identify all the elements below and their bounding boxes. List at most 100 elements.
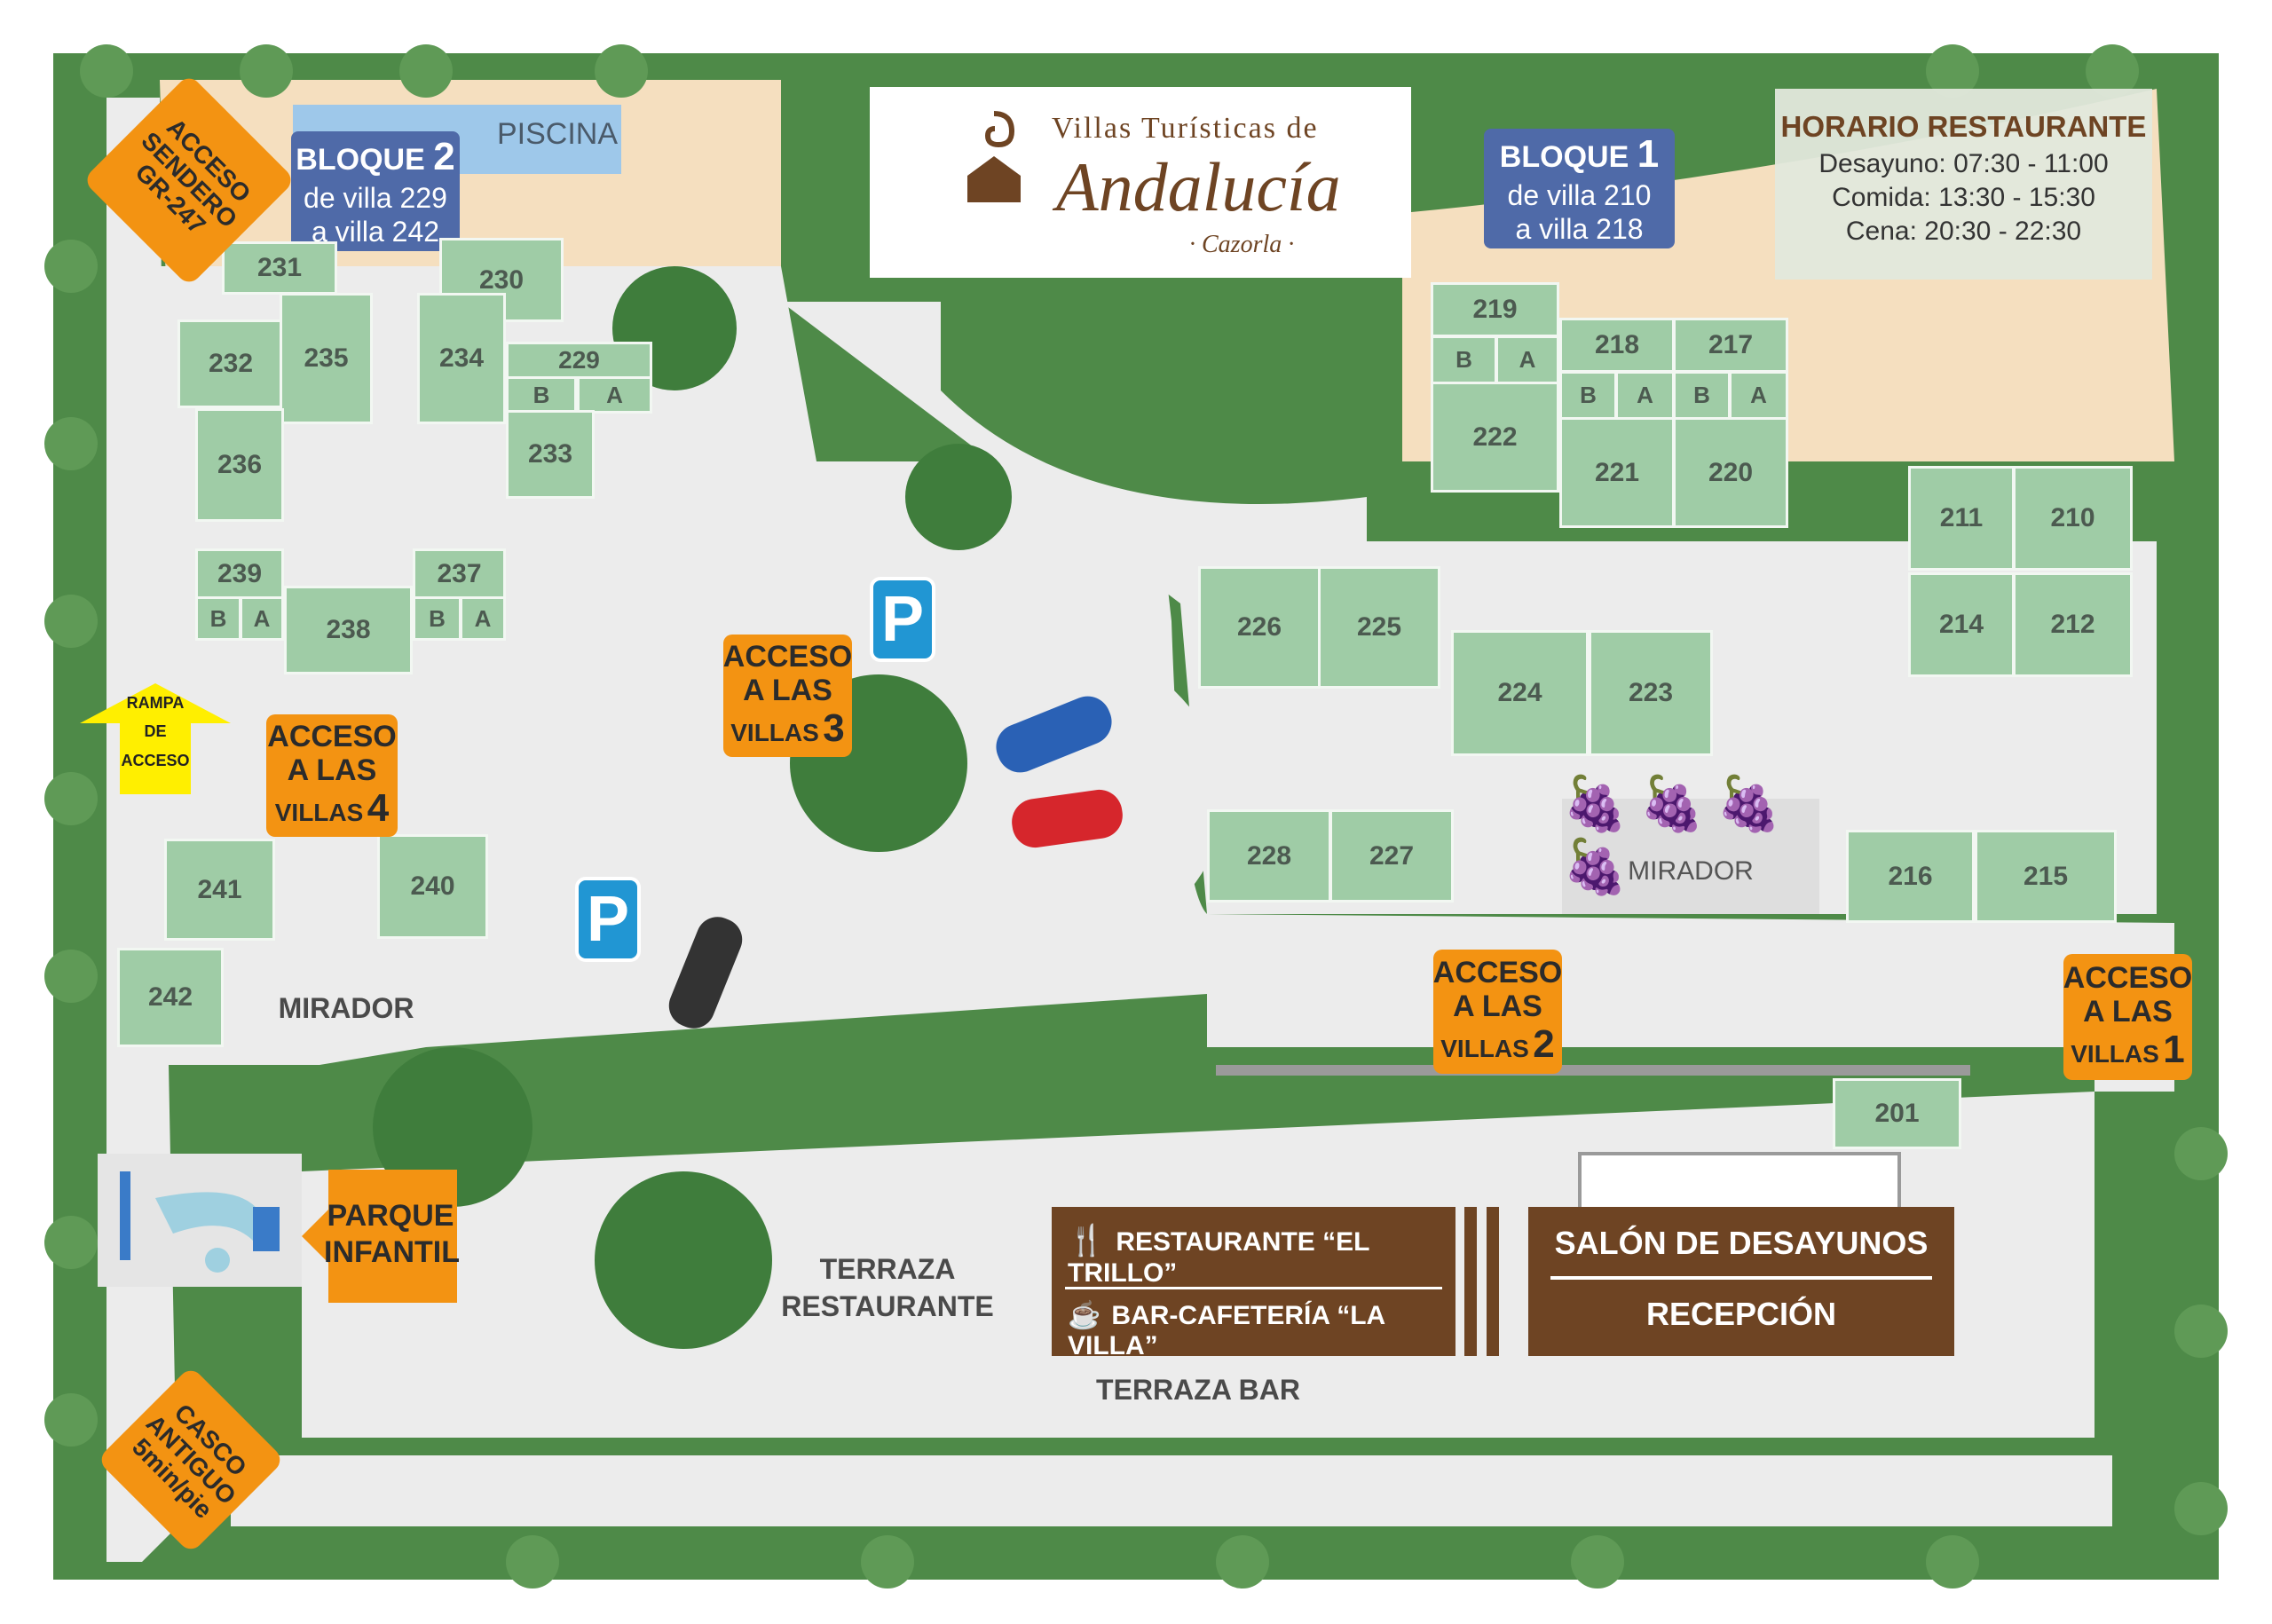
grapes-icon: 🍇🍇🍇🍇 <box>1562 774 1794 896</box>
horario-title: HORARIO RESTAURANTE <box>1780 110 2147 143</box>
villa-224[interactable]: 224 <box>1451 630 1589 756</box>
bar-name: BAR-CAFETERÍA “LA VILLA” <box>1068 1301 1385 1360</box>
parking-sign-2: P <box>575 877 641 962</box>
villa-221[interactable]: 221 <box>1559 417 1675 528</box>
acceso-2-line2: A LAS <box>1453 989 1542 1023</box>
bloque-1-word: BLOQUE <box>1499 139 1629 174</box>
villa-239-a[interactable]: A <box>240 596 284 641</box>
bloque-1-sign: BLOQUE 1 de villa 210 a villa 218 <box>1484 129 1675 248</box>
rampa-line1: RAMPA <box>126 694 185 712</box>
villa-210[interactable]: 210 <box>2013 466 2133 571</box>
villa-235[interactable]: 235 <box>280 293 373 424</box>
villa-218-b[interactable]: B <box>1559 371 1617 420</box>
villa-217-b[interactable]: B <box>1673 371 1731 420</box>
villa-201[interactable]: 201 <box>1833 1078 1961 1149</box>
villa-233[interactable]: 233 <box>506 410 595 499</box>
villa-226[interactable]: 226 <box>1198 566 1321 689</box>
villa-218[interactable]: 218 <box>1559 318 1675 373</box>
parque-line2: INFANTIL <box>324 1234 460 1269</box>
acceso-villas-2-sign[interactable]: ACCESO A LAS VILLAS 2 <box>1433 950 1562 1074</box>
acceso-4-line3: VILLAS <box>274 799 364 827</box>
brand-line2: Andalucía <box>1056 148 1341 225</box>
villa-216[interactable]: 216 <box>1846 830 1975 923</box>
villa-228[interactable]: 228 <box>1207 809 1331 903</box>
restaurante-name: RESTAURANTE “EL TRILLO” <box>1068 1227 1369 1288</box>
coffee-cup-icon: ☕ <box>1068 1301 1101 1330</box>
villa-229[interactable]: 229 <box>506 342 652 379</box>
terraza-restaurante-label: TERRAZA RESTAURANTE <box>772 1251 1003 1325</box>
villa-229-a[interactable]: A <box>577 376 652 414</box>
acceso-1-line1: ACCESO <box>2063 961 2193 996</box>
acceso-villas-1-sign[interactable]: ACCESO A LAS VILLAS 1 <box>2063 954 2192 1080</box>
villa-223[interactable]: 223 <box>1589 630 1713 756</box>
bar-label[interactable]: ☕BAR-CAFETERÍA “LA VILLA” <box>1068 1300 1456 1361</box>
bloque-1-range-from: de villa 210 <box>1507 178 1652 211</box>
building-divider-2 <box>1487 1207 1499 1356</box>
acceso-1-number: 1 <box>2163 1028 2185 1072</box>
acceso-villas-4-sign[interactable]: ACCESO A LAS VILLAS 4 <box>266 714 398 837</box>
bloque-2-number: 2 <box>433 134 455 178</box>
villa-219-a[interactable]: A <box>1495 335 1559 384</box>
villa-239-b[interactable]: B <box>195 596 241 641</box>
villa-217[interactable]: 217 <box>1673 318 1788 373</box>
rampa-line3: ACCESO <box>121 751 190 769</box>
villa-222[interactable]: 222 <box>1431 382 1559 493</box>
horario-box: HORARIO RESTAURANTE Desayuno: 07:30 - 11… <box>1775 89 2152 280</box>
rampa-arrow-icon <box>80 683 231 794</box>
bloque-1-number: 1 <box>1637 131 1660 176</box>
villa-215[interactable]: 215 <box>1975 830 2117 923</box>
villa-237[interactable]: 237 <box>413 548 506 600</box>
bloque-1-range-to: a villa 218 <box>1515 212 1644 245</box>
villa-232[interactable]: 232 <box>178 319 284 408</box>
villa-242[interactable]: 242 <box>117 948 224 1047</box>
bloque-2-range-from: de villa 229 <box>304 181 447 214</box>
villa-220[interactable]: 220 <box>1673 417 1788 528</box>
horario-cena: Cena: 20:30 - 22:30 <box>1845 217 2082 246</box>
brand-line1: Villas Turísticas de <box>1052 112 1319 145</box>
bloque-2-sign: BLOQUE 2 de villa 229 a villa 242 <box>291 131 460 251</box>
restaurante-label[interactable]: 🍴RESTAURANTE “EL TRILLO” <box>1068 1223 1456 1289</box>
rampa-line2: DE <box>144 722 167 741</box>
villa-225[interactable]: 225 <box>1318 566 1440 689</box>
building-divider-1 <box>1464 1207 1477 1356</box>
villa-239[interactable]: 239 <box>195 548 284 600</box>
recepcion-label[interactable]: RECEPCIÓN <box>1645 1296 1837 1332</box>
parque-arrow-shape <box>302 1170 457 1303</box>
playground-icon <box>102 1163 297 1282</box>
parking-sign-1: P <box>870 577 935 662</box>
acceso-3-number: 3 <box>823 706 845 751</box>
villa-229-b[interactable]: B <box>506 376 577 414</box>
parque-infantil-label[interactable]: PARQUE INFANTIL <box>324 1198 460 1271</box>
villa-241[interactable]: 241 <box>164 839 275 941</box>
restaurant-bar-building: 🍴RESTAURANTE “EL TRILLO” ☕BAR-CAFETERÍA … <box>1052 1207 1456 1360</box>
villa-231[interactable]: 231 <box>222 241 337 295</box>
villa-236[interactable]: 236 <box>195 408 284 522</box>
villa-218-a[interactable]: A <box>1615 371 1675 420</box>
acceso-4-number: 4 <box>367 786 390 831</box>
horario-comida: Comida: 13:30 - 15:30 <box>1832 183 2095 212</box>
villa-214[interactable]: 214 <box>1908 572 2015 677</box>
terraza-bar-label: TERRAZA BAR <box>1096 1374 1300 1406</box>
villa-234[interactable]: 234 <box>417 293 506 424</box>
acceso-2-line3: VILLAS <box>1440 1035 1529 1063</box>
villa-240[interactable]: 240 <box>377 834 488 939</box>
villa-238[interactable]: 238 <box>284 586 413 674</box>
villa-211[interactable]: 211 <box>1908 466 2015 571</box>
villa-237-b[interactable]: B <box>413 596 462 641</box>
acceso-3-line2: A LAS <box>743 673 832 707</box>
villa-237-a[interactable]: A <box>460 596 506 641</box>
salon-desayunos-label[interactable]: SALÓN DE DESAYUNOS <box>1554 1225 1929 1261</box>
villa-217-a[interactable]: A <box>1729 371 1788 420</box>
villa-219-b[interactable]: B <box>1431 335 1497 384</box>
terraza-line2: RESTAURANTE <box>781 1289 994 1322</box>
mirador-left-label: MIRADOR <box>278 992 414 1024</box>
acceso-4-line1: ACCESO <box>267 720 397 754</box>
bloque-2-word: BLOQUE <box>296 142 425 177</box>
fork-knife-icon: 🍴 <box>1068 1224 1106 1257</box>
reception-building: SALÓN DE DESAYUNOS RECEPCIÓN <box>1528 1207 1954 1356</box>
villa-219[interactable]: 219 <box>1431 282 1559 337</box>
acceso-villas-3-sign[interactable]: ACCESO A LAS VILLAS 3 <box>723 635 852 757</box>
villa-212[interactable]: 212 <box>2013 572 2133 677</box>
villa-227[interactable]: 227 <box>1329 809 1454 903</box>
